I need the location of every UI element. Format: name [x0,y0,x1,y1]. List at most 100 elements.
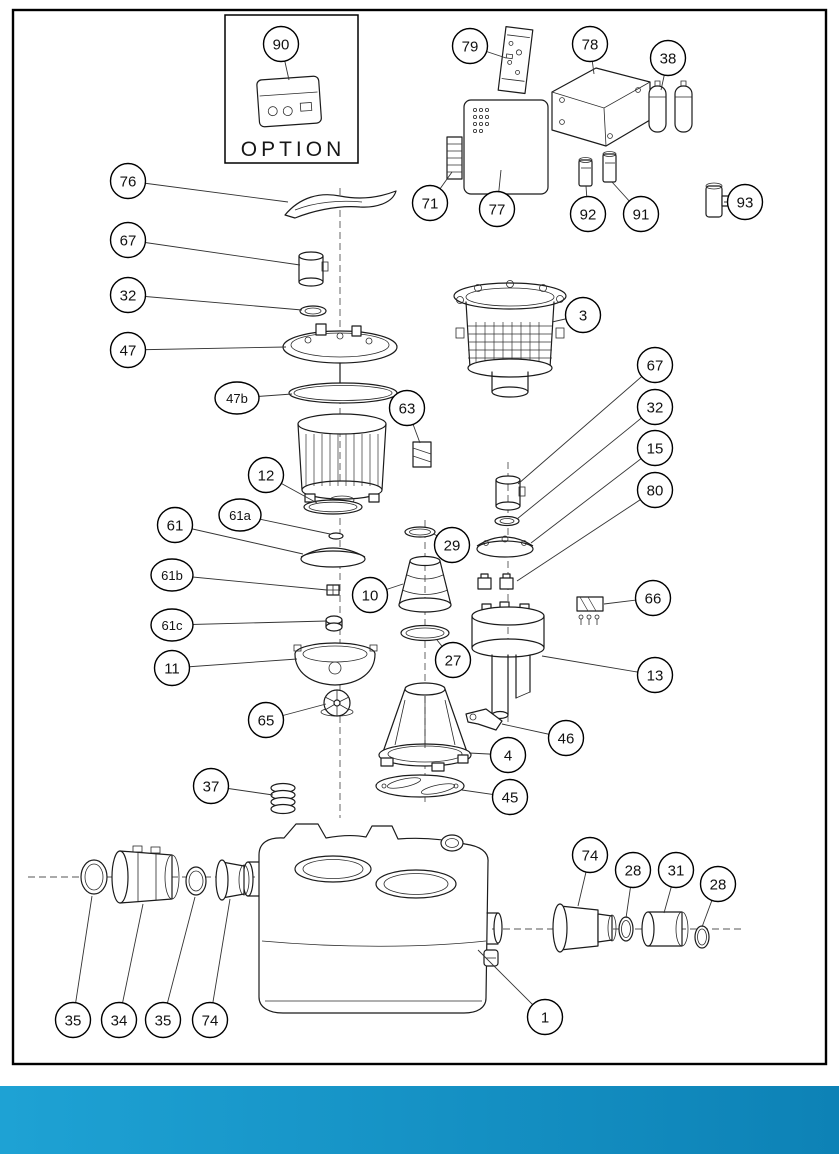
callout-38: 38 [649,39,687,91]
callout-74-left: 74 [191,898,231,1039]
callout-61a: 61a [218,498,331,535]
callout-47b: 47b [214,381,293,415]
part-base-plate-45 [375,774,465,798]
part-coupling-34 [111,845,180,904]
callout-28-left-label: 28 [625,863,642,880]
callout-28-left: 28 [614,851,652,919]
callout-61: 61 [156,506,304,555]
part-plate-63 [412,441,432,468]
part-impeller-65 [320,689,354,717]
callout-37-label: 37 [203,779,220,796]
callout-61c-label: 61c [162,618,183,633]
callout-78-label: 78 [582,37,599,54]
callout-32-left: 32 [109,276,303,314]
part-float-left [298,251,329,287]
callout-67-left: 67 [109,221,301,266]
callout-12-label: 12 [258,468,275,485]
part-body-13 [471,601,545,720]
part-oring-32-left [299,305,327,317]
part-sleeve-31 [641,911,689,947]
callout-35-inner-label: 35 [155,1013,172,1030]
part-oring-29 [404,526,436,538]
callout-27-label: 27 [445,653,462,670]
callout-74-left-label: 74 [202,1013,219,1030]
callout-28-right-label: 28 [710,877,727,894]
part-circuit-board [497,26,534,95]
callout-31-label: 31 [668,863,685,880]
part-cover-lid [282,323,398,391]
part-oring-35-inner [185,866,207,896]
callout-29-label: 29 [444,538,461,555]
callout-10-label: 10 [362,588,379,605]
part-oring-32-right [494,515,520,527]
callout-77: 77 [478,169,516,228]
callout-74-right-label: 74 [582,848,599,865]
part-motor-assembly [453,280,567,398]
callout-90-label: 90 [273,37,290,54]
part-coupling-74-right [552,903,617,953]
callout-76: 76 [109,162,289,203]
callout-79-label: 79 [462,39,479,56]
callout-93: 93 [724,183,764,221]
callout-35-inner: 35 [144,896,196,1039]
callout-35-outer-label: 35 [65,1013,82,1030]
callout-45-label: 45 [502,790,519,807]
callout-37: 37 [192,767,274,805]
footer-brand-band [0,1086,839,1154]
callout-76-label: 76 [120,174,137,191]
callout-4-label: 4 [504,748,512,765]
part-block-61b [326,584,340,596]
part-oring-12 [303,499,363,515]
part-gasket-27 [400,624,450,642]
callout-71: 71 [411,171,453,222]
callout-67-right: 67 [517,346,674,485]
part-spring-37 [270,782,296,815]
part-motor-left [297,413,387,505]
callout-91: 91 [611,181,660,233]
callout-47b-label: 47b [226,391,248,406]
part-cone-10 [398,555,452,613]
callout-3-label: 3 [579,308,587,325]
callout-29: 29 [433,526,471,564]
callout-71-label: 71 [422,196,439,213]
callout-47-label: 47 [120,343,137,360]
callout-61b-label: 61b [161,568,183,583]
part-membrane-61 [300,547,366,568]
callout-38-label: 38 [660,51,677,68]
part-vent-grille [446,136,463,180]
callout-80-label: 80 [647,483,664,500]
callout-92-label: 92 [580,207,597,224]
part-cap-15 [476,535,534,558]
callout-15-label: 15 [647,441,664,458]
callout-34-label: 34 [111,1013,128,1030]
part-cable-gland-91 [602,151,617,183]
part-flange-74-left [215,859,250,901]
callout-4: 4 [468,736,527,774]
callout-3: 3 [551,296,602,334]
part-cable-gland-92 [578,157,593,187]
part-clips-80 [477,573,514,590]
callout-78: 78 [571,25,609,75]
part-funnel-4 [378,682,472,772]
callout-65: 65 [247,701,327,739]
callout-27: 27 [434,639,472,679]
callout-66-label: 66 [645,591,662,608]
callout-93-label: 93 [737,195,754,212]
callout-61c: 61c [150,608,328,642]
callout-66: 66 [603,579,672,617]
part-breather-valve [705,182,731,218]
callout-67-left-label: 67 [120,233,137,250]
callout-91-label: 91 [633,207,650,224]
callout-80: 80 [516,471,674,582]
part-oring-35-outer [80,859,108,895]
part-oring-47b [288,382,398,404]
callout-1: 1 [477,949,564,1036]
part-fixing-kit-66 [576,596,604,625]
callout-46-label: 46 [558,731,575,748]
callout-67-right-label: 67 [647,358,664,375]
callout-92: 92 [569,185,607,233]
callout-61-label: 61 [167,518,184,535]
callout-65-label: 65 [258,713,275,730]
